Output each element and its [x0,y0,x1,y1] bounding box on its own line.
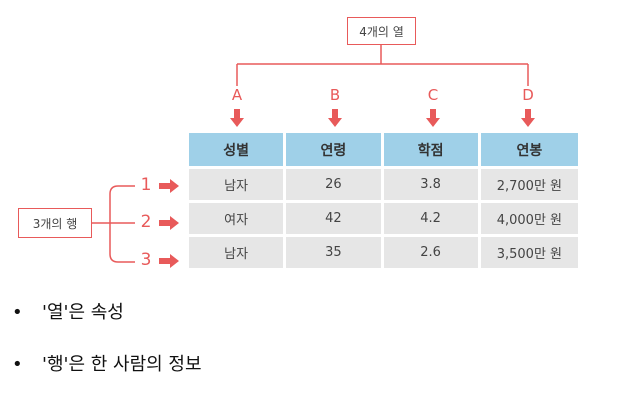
table-cell: 2.6 [383,237,481,271]
table-cell: 26 [286,169,384,203]
down-arrow-icon [328,109,342,127]
column-letter-a: A [231,86,243,104]
table-cell: 4.2 [383,203,481,237]
bullet-dot-icon: • [12,302,23,323]
down-arrow-icon [521,109,535,127]
table-cell: 2,700만 원 [480,169,578,203]
column-letter-c: C [427,86,439,104]
table-cell: 남자 [189,169,287,203]
table-cell: 3.8 [383,169,481,203]
table-cell: 35 [286,237,384,271]
table-row: 남자 35 2.6 3,500만 원 [189,237,578,271]
row-number-2: 2 [140,212,152,232]
table-cell: 여자 [189,203,287,237]
bullet-dot-icon: • [12,354,23,375]
table-row: 여자 42 4.2 4,000만 원 [189,203,578,237]
column-group-label: 4개의 열 [347,17,416,45]
column-letter-d: D [522,86,534,104]
right-arrow-icon [159,179,179,193]
row-number-1: 1 [140,175,152,195]
data-table: 성별 연령 학점 연봉 남자 26 3.8 2,700만 원 여자 42 4.2… [189,133,578,271]
table-row: 남자 26 3.8 2,700만 원 [189,169,578,203]
header-cell: 연령 [286,133,384,169]
right-arrow-icon [159,216,179,230]
header-cell: 성별 [189,133,287,169]
table-header-row: 성별 연령 학점 연봉 [189,133,578,169]
bullet-item: • '행'은 한 사람의 정보 [12,350,202,376]
header-cell: 학점 [383,133,481,169]
right-arrow-icon [159,254,179,268]
down-arrow-icon [230,109,244,127]
column-letter-b: B [329,86,341,104]
bullet-text: '열'은 속성 [42,302,124,323]
bullet-item: • '열'은 속성 [12,298,124,324]
table-cell: 42 [286,203,384,237]
bracket-lines [92,45,529,263]
header-cell: 연봉 [480,133,578,169]
table-cell: 3,500만 원 [480,237,578,271]
row-group-label: 3개의 행 [18,208,92,238]
table-cell: 4,000만 원 [480,203,578,237]
down-arrow-icon [426,109,440,127]
bullet-text: '행'은 한 사람의 정보 [42,354,202,375]
row-number-3: 3 [140,250,152,270]
table-cell: 남자 [189,237,287,271]
